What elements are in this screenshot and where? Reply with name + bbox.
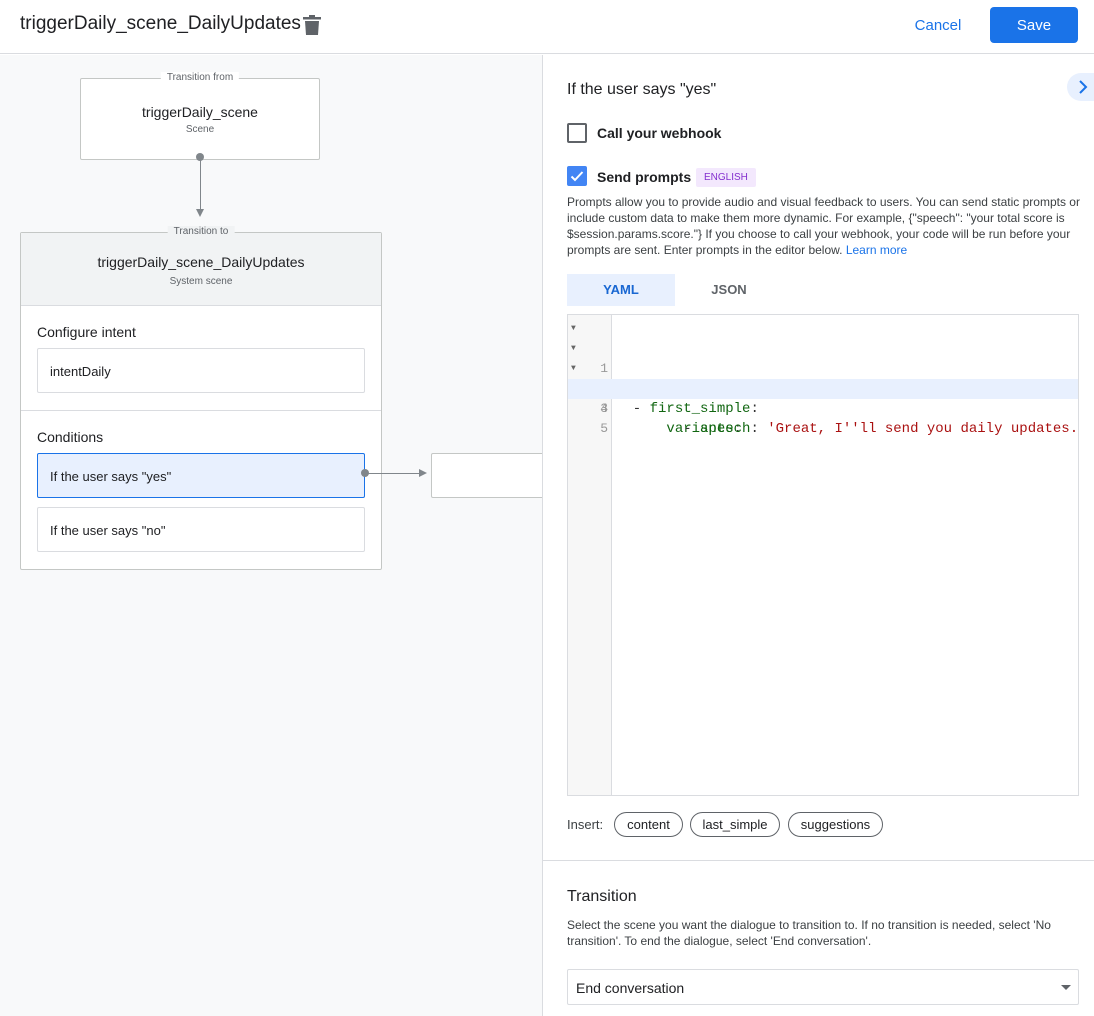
- condition-connector-line: [365, 473, 420, 474]
- yaml-string: 'Great, I''ll send you daily updates.': [767, 421, 1079, 437]
- divider: [21, 410, 381, 411]
- tab-json[interactable]: JSON: [711, 282, 747, 297]
- connector-line: [200, 160, 201, 210]
- top-bar: triggerDaily_scene_DailyUpdates Cancel S…: [0, 0, 1094, 54]
- transition-description: Select the scene you want the dialogue t…: [567, 918, 1051, 948]
- chevron-right-icon: [1079, 80, 1088, 94]
- to-scene-title: triggerDaily_scene_DailyUpdates: [97, 254, 305, 270]
- condition-panel: If the user says "yes" Call your webhook…: [542, 55, 1094, 1016]
- conditions-heading: Conditions: [37, 429, 104, 445]
- transition-from-node[interactable]: Transition from triggerDaily_scene Scene: [80, 72, 320, 160]
- line-number: 1: [600, 361, 608, 376]
- webhook-label: Call your webhook: [597, 125, 722, 141]
- from-scene-type: Scene: [185, 124, 215, 135]
- transition-to-caption: Transition to: [167, 226, 235, 237]
- fold-arrow-icon[interactable]: ▼: [571, 344, 576, 353]
- connector-dot: [196, 153, 204, 161]
- dropdown-caret-icon: [1061, 985, 1071, 990]
- condition-target-node[interactable]: [431, 453, 542, 498]
- code-line-active: 4 - speech: 'Great, I''ll send you daily…: [568, 379, 1078, 437]
- webhook-checkbox[interactable]: [567, 123, 587, 143]
- transition-from-caption: Transition from: [160, 72, 240, 83]
- line-number: 4: [600, 401, 608, 416]
- condition-no[interactable]: If the user says "no": [37, 507, 365, 552]
- flow-canvas: Transition from triggerDaily_scene Scene…: [0, 55, 542, 1016]
- code-text: variants:: [666, 421, 743, 437]
- language-badge: ENGLISH: [696, 168, 756, 187]
- collapse-panel-button[interactable]: [1067, 73, 1094, 101]
- condition-yes[interactable]: If the user says "yes": [37, 453, 365, 498]
- transition-heading: Transition: [567, 888, 637, 905]
- to-scene-type: System scene: [169, 276, 233, 287]
- trash-icon[interactable]: [303, 15, 321, 35]
- yaml-key: speech: [700, 421, 751, 437]
- checkmark-icon: [570, 171, 584, 182]
- code-text: - first_simple:: [616, 401, 759, 417]
- cancel-button[interactable]: Cancel: [904, 8, 972, 42]
- transition-to-node: Transition to triggerDaily_scene_DailyUp…: [20, 226, 382, 570]
- panel-title: If the user says "yes": [567, 81, 717, 98]
- transition-selected-value: End conversation: [576, 980, 685, 996]
- code-editor[interactable]: ▼ 1 candidates: ▼ 2 - first_simple: ▼ 3 …: [567, 314, 1079, 796]
- configure-intent-heading: Configure intent: [37, 324, 136, 340]
- insert-chip-last-simple[interactable]: last_simple: [690, 812, 780, 837]
- fold-arrow-icon[interactable]: ▼: [571, 364, 576, 373]
- intent-field[interactable]: intentDaily: [37, 348, 365, 393]
- prompts-description-text: Prompts allow you to provide audio and v…: [567, 195, 1080, 257]
- code-line: 5: [568, 399, 1078, 436]
- line-number: 5: [600, 421, 608, 436]
- code-line: ▼ 1 candidates:: [568, 319, 1078, 397]
- code-line: ▼ 2 - first_simple:: [568, 339, 1078, 417]
- tab-yaml[interactable]: YAML: [567, 274, 675, 306]
- yaml-key: variants: [666, 421, 734, 437]
- line-number: 3: [588, 399, 608, 419]
- insert-chip-content[interactable]: content: [614, 812, 683, 837]
- fold-arrow-icon[interactable]: ▼: [571, 324, 576, 333]
- transition-select[interactable]: End conversation: [567, 969, 1079, 1005]
- send-prompts-checkbox[interactable]: [567, 166, 587, 186]
- learn-more-link[interactable]: Learn more: [845, 243, 908, 257]
- insert-label: Insert:: [567, 817, 604, 832]
- page-title: triggerDaily_scene_DailyUpdates: [20, 13, 301, 34]
- divider: [543, 860, 1094, 861]
- arrow-down-icon: [196, 209, 204, 217]
- save-button[interactable]: Save: [990, 7, 1078, 43]
- arrow-right-icon: [419, 469, 427, 477]
- prompts-description: Prompts allow you to provide audio and v…: [567, 194, 1081, 258]
- transition-to-header[interactable]: triggerDaily_scene_DailyUpdates System s…: [21, 233, 381, 306]
- code-line: ▼ 3 variants:: [568, 359, 1078, 437]
- code-text: - speech: 'Great, I''ll send you daily u…: [616, 419, 1079, 439]
- yaml-key: first_simple: [649, 401, 751, 417]
- insert-chip-suggestions[interactable]: suggestions: [788, 812, 883, 837]
- from-scene-title: triggerDaily_scene: [142, 104, 258, 120]
- send-prompts-label: Send prompts: [597, 169, 692, 185]
